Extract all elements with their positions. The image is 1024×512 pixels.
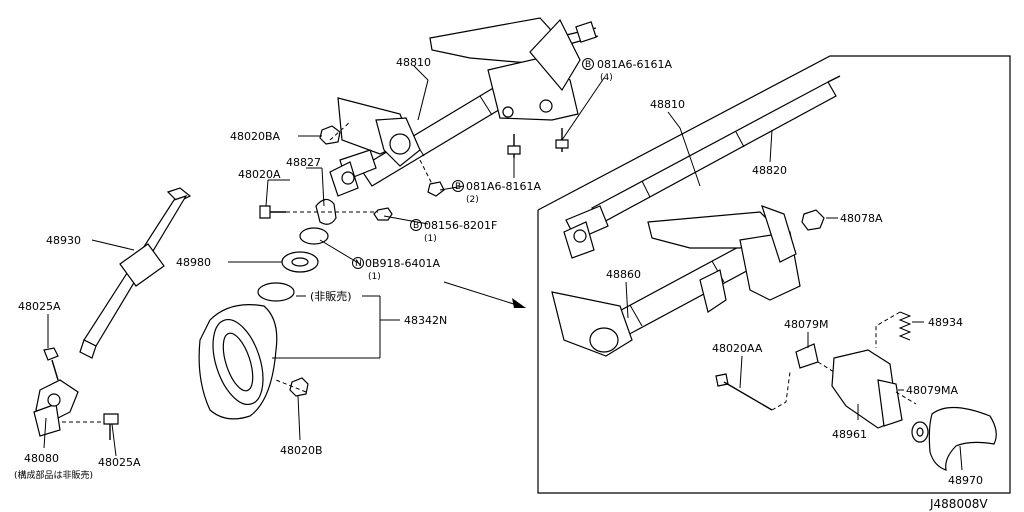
main-column-assembly bbox=[329, 17, 599, 197]
joint-48080 bbox=[33, 347, 119, 440]
label-48342N: 48342N bbox=[404, 314, 447, 327]
bolt-symbol-1: B bbox=[585, 60, 591, 70]
bolt-symbol-circle-2 bbox=[452, 180, 464, 192]
leader-lines bbox=[43, 65, 963, 471]
label-48930: 48930 bbox=[46, 234, 81, 247]
label-081A6-6161A-qty: (4) bbox=[600, 73, 613, 83]
label-48080-note: (構成部品は非販売) bbox=[14, 469, 93, 481]
label-081A6-6161A: 081A6-6161A bbox=[597, 58, 672, 71]
detail-arrow-line bbox=[443, 281, 521, 307]
label-48080: 48080 bbox=[24, 452, 59, 465]
lower-shaft-48930 bbox=[79, 187, 192, 359]
nut-symbol-circle bbox=[352, 257, 364, 269]
detail-box-frame bbox=[537, 55, 1011, 494]
label-0B918-6401A-qty: (1) bbox=[368, 272, 381, 282]
label-48079M: 48079M bbox=[784, 318, 828, 331]
label-081A6-8161A-qty: (2) bbox=[466, 195, 479, 205]
bolt-symbol-2: B bbox=[455, 182, 461, 192]
label-48020AA: 48020AA bbox=[712, 342, 763, 355]
detail-arrow-head bbox=[512, 298, 526, 308]
label-08156-8201F: 08156-8201F bbox=[424, 219, 497, 232]
label-48810-detail: 48810 bbox=[650, 98, 685, 111]
nut-symbol: N bbox=[355, 259, 362, 269]
label-48020A: 48020A bbox=[238, 168, 281, 181]
drawing-code: J488008V bbox=[929, 497, 988, 511]
label-48079MA: 48079MA bbox=[906, 384, 958, 397]
label-48970: 48970 bbox=[948, 474, 983, 487]
label-48025A-top: 48025A bbox=[18, 300, 61, 313]
detail-small-parts bbox=[715, 311, 997, 471]
bolt-symbol-circle-3 bbox=[410, 219, 422, 231]
bolt-symbol-3: B bbox=[413, 221, 419, 231]
label-0B918-6401A: 0B918-6401A bbox=[365, 257, 441, 270]
label-48934: 48934 bbox=[928, 316, 963, 329]
small-parts-main bbox=[198, 121, 569, 420]
label-081A6-8161A: 081A6-8161A bbox=[466, 180, 541, 193]
label-48820: 48820 bbox=[752, 164, 787, 177]
label-not-sold: (非販売) bbox=[310, 290, 352, 303]
label-48827: 48827 bbox=[286, 156, 321, 169]
label-48020B: 48020B bbox=[280, 444, 323, 457]
label-48025A-bottom: 48025A bbox=[98, 456, 141, 469]
label-48078A: 48078A bbox=[840, 212, 883, 225]
label-48860: 48860 bbox=[606, 268, 641, 281]
bolt-symbol-circle-1 bbox=[582, 58, 594, 70]
label-48980: 48980 bbox=[176, 256, 211, 269]
label-48020BA: 48020BA bbox=[230, 130, 281, 143]
detail-column-assembly bbox=[551, 75, 841, 357]
label-08156-8201F-qty: (1) bbox=[424, 234, 437, 244]
label-48961: 48961 bbox=[832, 428, 867, 441]
label-48810-main: 48810 bbox=[396, 56, 431, 69]
